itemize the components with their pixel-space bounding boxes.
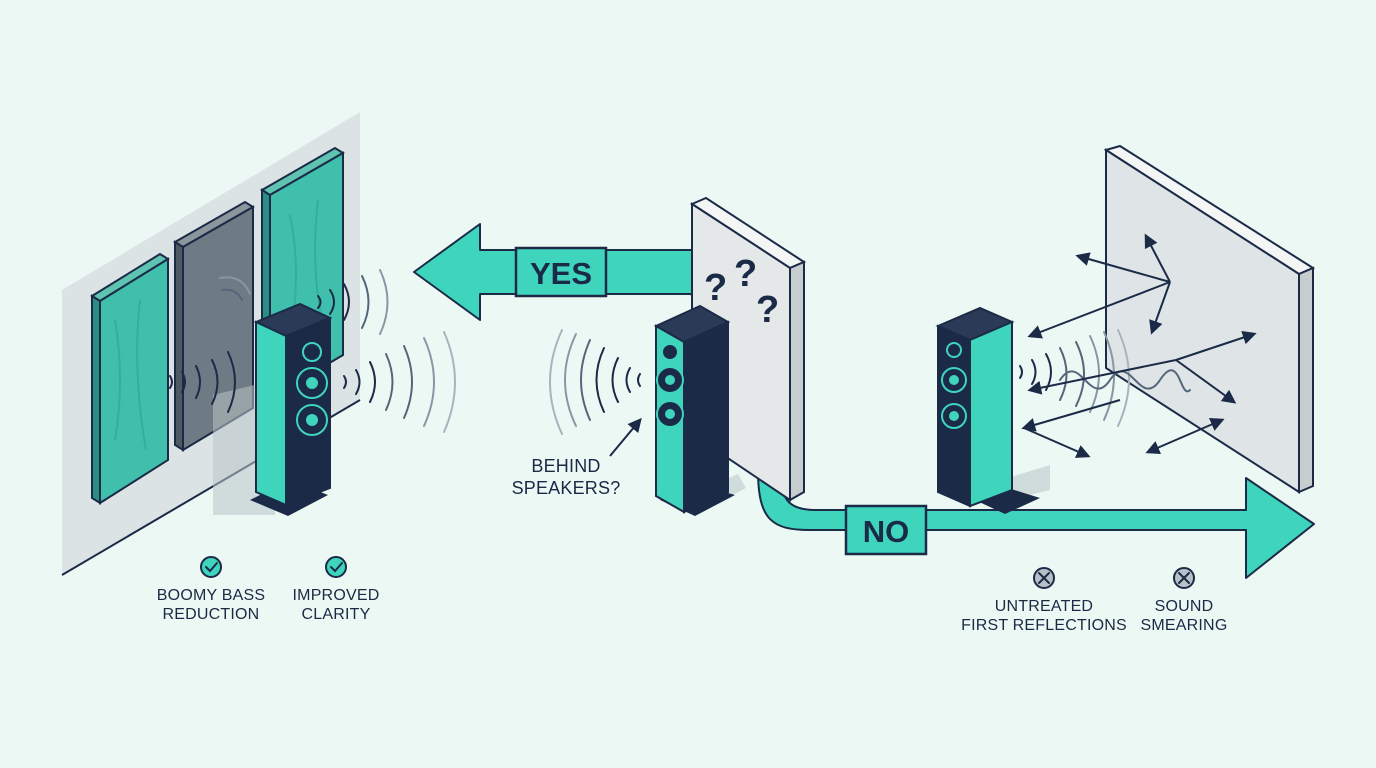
bare-wall — [1103, 144, 1316, 494]
speaker-center — [653, 304, 746, 516]
yes-outcome-2: IMPROVED CLARITY — [276, 586, 396, 624]
outcome-icon-x-2 — [1173, 567, 1195, 589]
question-line-1: BEHIND — [531, 456, 601, 476]
sound-waves-right — [1019, 329, 1191, 427]
no-outcome-1: UNTREATED FIRST REFLECTIONS — [954, 597, 1134, 635]
speaker-right — [935, 306, 1050, 514]
no-outcome-2-line-1: SOUND — [1154, 598, 1214, 615]
untreated-wall-scene — [935, 144, 1316, 514]
yes-outcome-1-line-1: BOOMY BASS — [156, 587, 266, 604]
yes-outcome-2-line-2: CLARITY — [301, 606, 371, 623]
outcome-icon-check-1 — [200, 556, 222, 578]
sound-waves-center — [549, 329, 641, 435]
sound-waves-left — [169, 269, 456, 433]
no-tag: NO — [844, 504, 928, 556]
question-line-2: SPEAKERS? — [511, 478, 621, 498]
question-label: BEHIND SPEAKERS? — [486, 455, 646, 499]
yes-outcome-2-line-1: IMPROVED — [292, 587, 380, 604]
acoustic-panel-1 — [90, 252, 170, 505]
svg-text:?: ? — [734, 253, 757, 295]
yes-outcome-1-line-2: REDUCTION — [162, 606, 260, 623]
no-outcome-2: SOUND SMEARING — [1129, 597, 1239, 635]
no-outcome-1-line-1: UNTREATED — [994, 598, 1094, 615]
no-label: NO — [863, 514, 910, 549]
speaker-left — [213, 302, 333, 516]
reflection-arrows — [1021, 233, 1257, 458]
decision-scene: ? ? ? — [413, 196, 1315, 579]
acoustic-panel-2 — [173, 200, 255, 452]
svg-text:?: ? — [756, 289, 779, 331]
question-mark-icons: ? ? ? — [704, 253, 779, 331]
no-outcome-2-line-2: SMEARING — [1140, 617, 1228, 634]
treated-wall-scene — [61, 112, 456, 576]
no-outcome-1-line-2: FIRST REFLECTIONS — [961, 617, 1127, 634]
question-pointer — [609, 417, 642, 457]
yes-label: YES — [530, 256, 592, 291]
svg-text:?: ? — [704, 267, 727, 309]
outcome-icon-x-1 — [1033, 567, 1055, 589]
outcome-icon-check-2 — [325, 556, 347, 578]
yes-tag: YES — [514, 246, 608, 298]
yes-outcome-1: BOOMY BASS REDUCTION — [141, 586, 281, 624]
